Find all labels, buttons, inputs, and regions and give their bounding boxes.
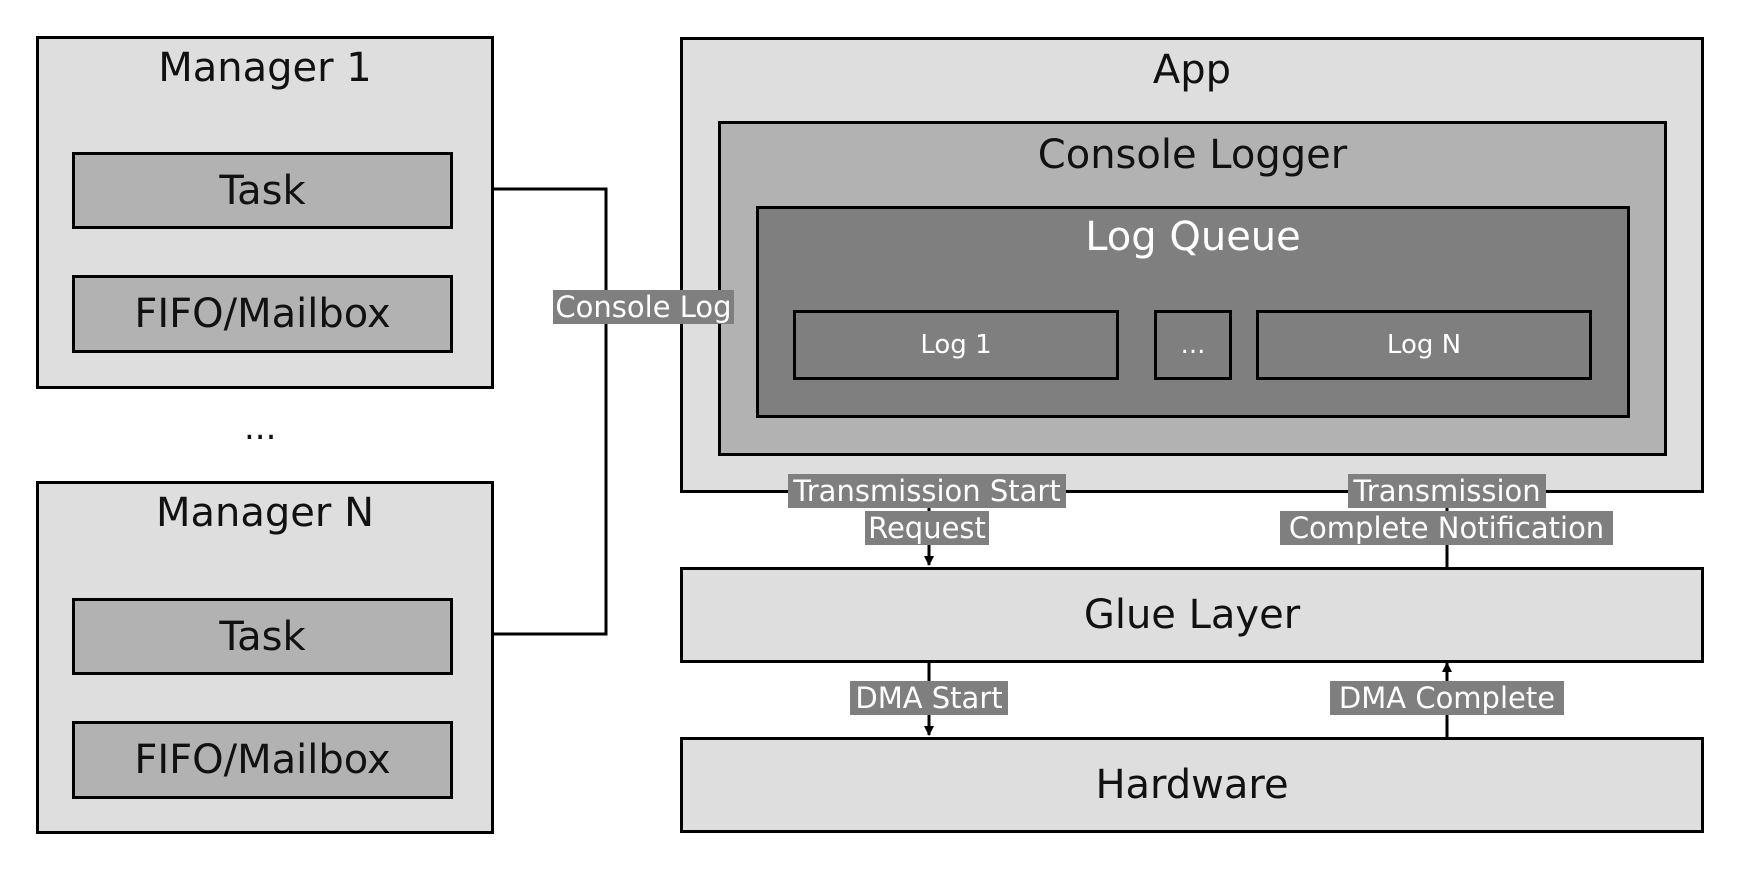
transmission-start-label-line2: Request	[865, 511, 989, 545]
transmission-complete-label-line1-text: Transmission	[1353, 474, 1541, 508]
dma-complete-label-text: DMA Complete	[1338, 681, 1556, 715]
dma-complete-label: DMA Complete	[1330, 681, 1564, 715]
manager-n-title: Manager N	[156, 490, 374, 536]
log-item-ellipsis-label: ...	[1180, 330, 1206, 360]
manager-n-task-box: Task	[72, 598, 453, 675]
log-item-last: Log N	[1256, 310, 1592, 380]
transmission-complete-label-line1: Transmission	[1348, 474, 1546, 508]
glue-layer-label: Glue Layer	[1083, 592, 1301, 638]
transmission-start-label-line1-text: Transmission Start	[793, 474, 1061, 508]
console-logger-title: Console Logger	[1037, 132, 1348, 178]
manager-1-box: Manager 1 Task FIFO/Mailbox	[36, 36, 494, 389]
glue-layer-box: Glue Layer	[680, 567, 1704, 663]
manager-1-task-label: Task	[219, 167, 306, 214]
dma-start-label: DMA Start	[850, 681, 1008, 715]
manager-n-task-label: Task	[219, 613, 306, 660]
console-log-label-text: Console Log	[555, 290, 732, 324]
log-item-first-label: Log 1	[920, 330, 992, 360]
managers-ellipsis: ...	[244, 408, 277, 448]
transmission-start-label-line2-text: Request	[868, 511, 986, 545]
console-log-label: Console Log	[553, 290, 734, 324]
log-item-first: Log 1	[793, 310, 1119, 380]
manager-1-task-box: Task	[72, 152, 453, 229]
transmission-start-label-line1: Transmission Start	[788, 474, 1066, 508]
log-item-ellipsis: ...	[1154, 310, 1232, 380]
log-queue-title: Log Queue	[1085, 214, 1301, 260]
dma-start-label-text: DMA Start	[855, 681, 1003, 715]
app-title: App	[1152, 47, 1232, 93]
manager-n-fifo-box: FIFO/Mailbox	[72, 721, 453, 799]
manager-1-fifo-box: FIFO/Mailbox	[72, 275, 453, 353]
manager-n-box: Manager N Task FIFO/Mailbox	[36, 481, 494, 834]
manager-n-fifo-label: FIFO/Mailbox	[134, 737, 391, 783]
transmission-complete-label-line2: Complete Notification	[1280, 511, 1613, 545]
hardware-box: Hardware	[680, 737, 1704, 833]
manager-1-fifo-label: FIFO/Mailbox	[134, 291, 391, 337]
hardware-label: Hardware	[1095, 762, 1289, 808]
log-item-last-label: Log N	[1386, 330, 1462, 360]
manager-1-title: Manager 1	[158, 45, 372, 91]
transmission-complete-label-line2-text: Complete Notification	[1288, 511, 1605, 545]
